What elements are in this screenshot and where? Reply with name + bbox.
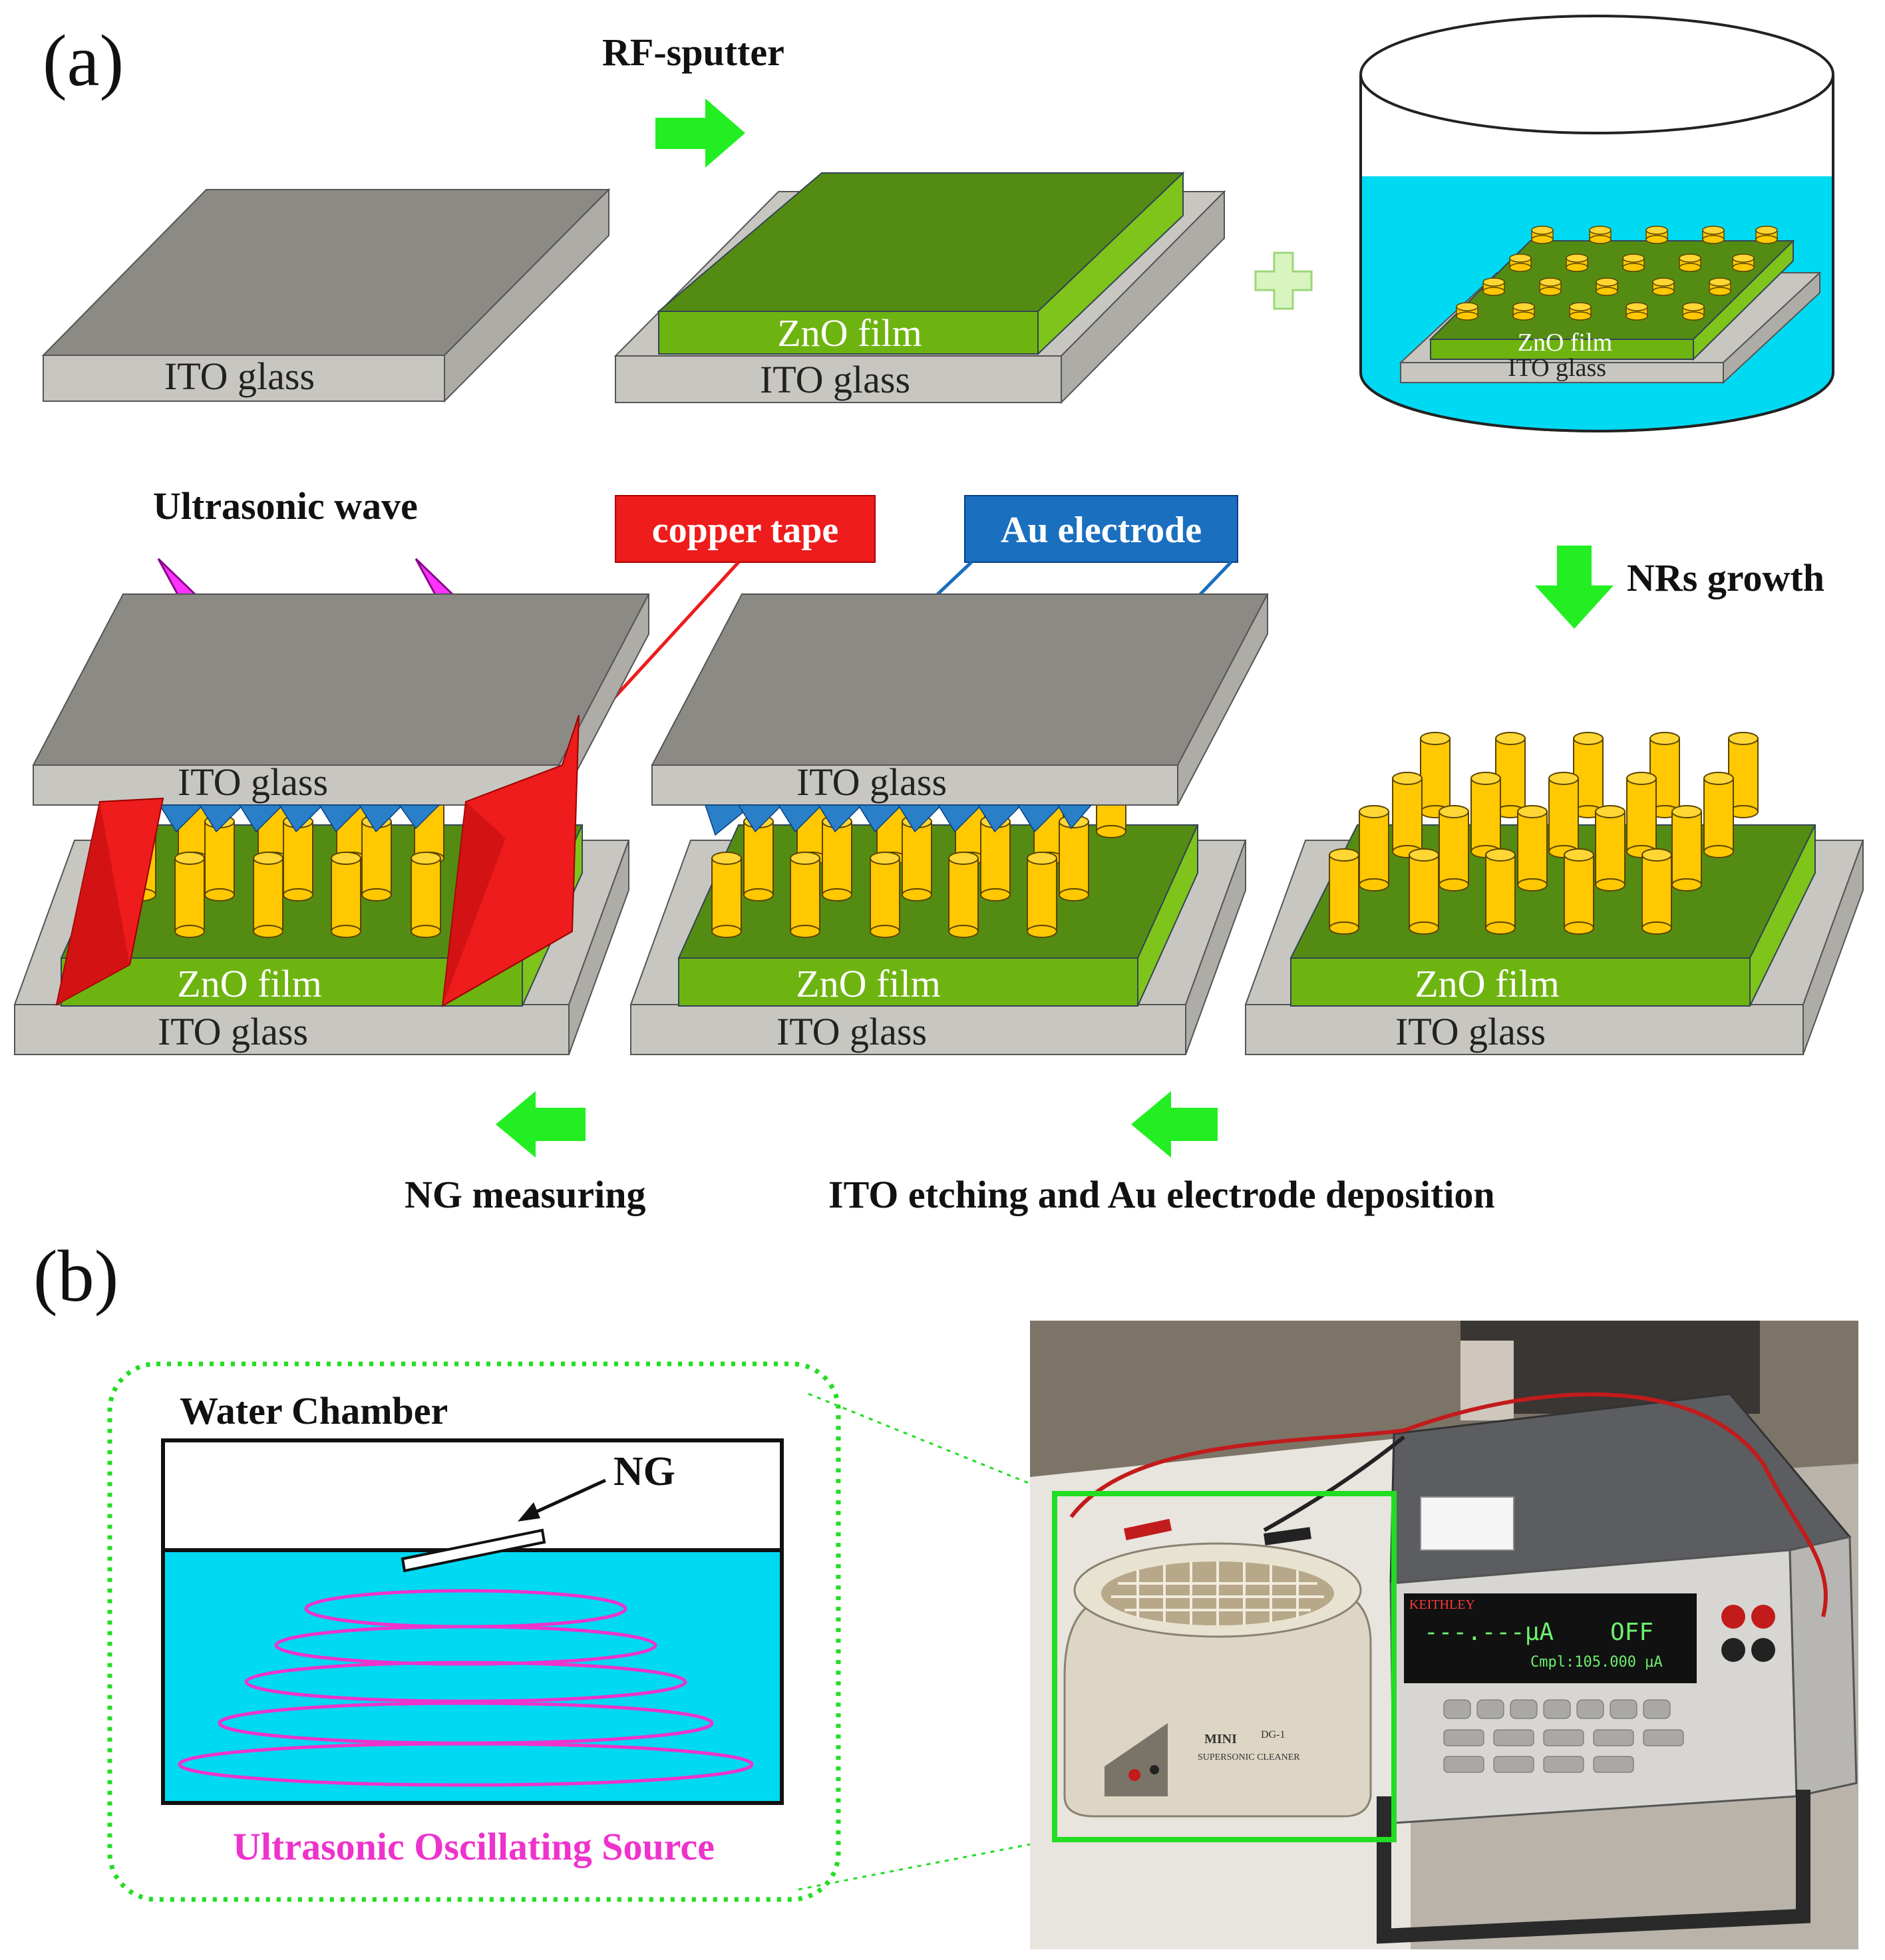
ito-glass-label-top-2: ITO glass xyxy=(796,760,947,804)
au-electrode-label: Au electrode xyxy=(1001,510,1202,551)
ito-glass-label-2: ITO glass xyxy=(760,358,910,401)
panel-a-label: (a) xyxy=(43,20,124,101)
meter-compliance: Cmpl:105.000 μA xyxy=(1530,1654,1663,1671)
meter-brand: KEITHLEY xyxy=(1409,1597,1475,1612)
zno-film-label-1: ZnO film xyxy=(777,311,922,355)
ultrasonic-wave-rings xyxy=(178,1589,754,1787)
ultrasonic-source-label: Ultrasonic Oscillating Source xyxy=(233,1825,715,1868)
ng-pointer-arrow-icon xyxy=(518,1478,607,1522)
schematic-frame xyxy=(107,1361,841,1902)
ito-glass-label-small: ITO glass xyxy=(1508,354,1606,382)
growth-beaker: ZnO film ITO glass xyxy=(1359,15,1834,432)
ng-measuring-label: NG measuring xyxy=(405,1173,646,1216)
nrs-growth-label: NRs growth xyxy=(1627,556,1824,599)
meter-reading: ---.---μA xyxy=(1424,1619,1554,1646)
cleaner-brand: MINI xyxy=(1204,1732,1237,1746)
ito-glass-label-5: ITO glass xyxy=(1395,1010,1546,1053)
plus-icon xyxy=(1254,251,1313,310)
water-chamber xyxy=(161,1438,784,1805)
green-arrow-left-icon-1 xyxy=(496,1091,586,1158)
ito-glass-label-4: ITO glass xyxy=(776,1010,927,1053)
green-arrow-left-icon-2 xyxy=(1131,1091,1218,1158)
ito-glass-label-top-1: ITO glass xyxy=(178,760,328,804)
au-electrode-tips xyxy=(704,804,1093,836)
zno-film-label-small: ZnO film xyxy=(1518,329,1612,357)
zno-film-label-2: ZnO film xyxy=(177,962,321,1005)
au-electrode-tips-1 xyxy=(118,804,440,833)
copper-tape-label: copper tape xyxy=(652,510,839,551)
ito-glass-label-1: ITO glass xyxy=(164,355,315,398)
ultrasonic-wave-label: Ultrasonic wave xyxy=(153,484,418,528)
setup-photo: KEITHLEY ---.---μA OFF Cmpl:105.000 μA xyxy=(1030,1321,1858,1949)
ng-label: NG xyxy=(613,1449,675,1494)
ito-etching-label: ITO etching and Au electrode deposition xyxy=(828,1173,1495,1216)
cleaner-subtitle: SUPERSONIC CLEANER xyxy=(1198,1752,1300,1762)
green-arrow-down-icon xyxy=(1535,546,1614,629)
nanogenerator-device: ITO glass ZnO film ITO glass xyxy=(13,593,650,1055)
ng-sample-plate xyxy=(401,1528,546,1573)
copper-tape-right xyxy=(441,715,580,1007)
ito-glass-label-3: ITO glass xyxy=(158,1010,308,1053)
panel-b-label: (b) xyxy=(33,1235,118,1317)
zoom-line-bottom xyxy=(798,1838,1055,1891)
zno-nanorod-device: ZnO film ITO glass xyxy=(1244,732,1864,1055)
zno-film-label-4: ZnO film xyxy=(1415,962,1559,1005)
green-arrow-right-icon xyxy=(655,98,745,168)
panel-a: (a) RF-sputter ITO glass ZnO film ITO gl… xyxy=(13,15,1864,1216)
ito-glass-slab-1: ITO glass xyxy=(41,188,611,403)
cleaner-basket-grid xyxy=(1111,1561,1324,1625)
zno-film-label-3: ZnO film xyxy=(796,962,940,1005)
zoom-line-top xyxy=(808,1392,1055,1495)
meter-status: OFF xyxy=(1610,1619,1653,1646)
copper-tape-left xyxy=(55,797,164,1006)
au-electrode-callout: Au electrode xyxy=(732,495,1238,789)
zno-on-ito-slab: ZnO film ITO glass xyxy=(613,171,1226,405)
meter-buttons xyxy=(1443,1699,1684,1773)
photo-highlight-frame xyxy=(1052,1491,1397,1842)
panel-b: (b) Water Chamber NG xyxy=(33,1235,1858,1949)
meter-terminals xyxy=(1721,1605,1775,1662)
water-chamber-label: Water Chamber xyxy=(180,1389,448,1432)
cleaner-model: DG-1 xyxy=(1261,1729,1285,1740)
rf-sputter-label: RF-sputter xyxy=(602,31,784,74)
au-electrode-device: ITO glass ZnO film ITO glass xyxy=(629,593,1269,1055)
